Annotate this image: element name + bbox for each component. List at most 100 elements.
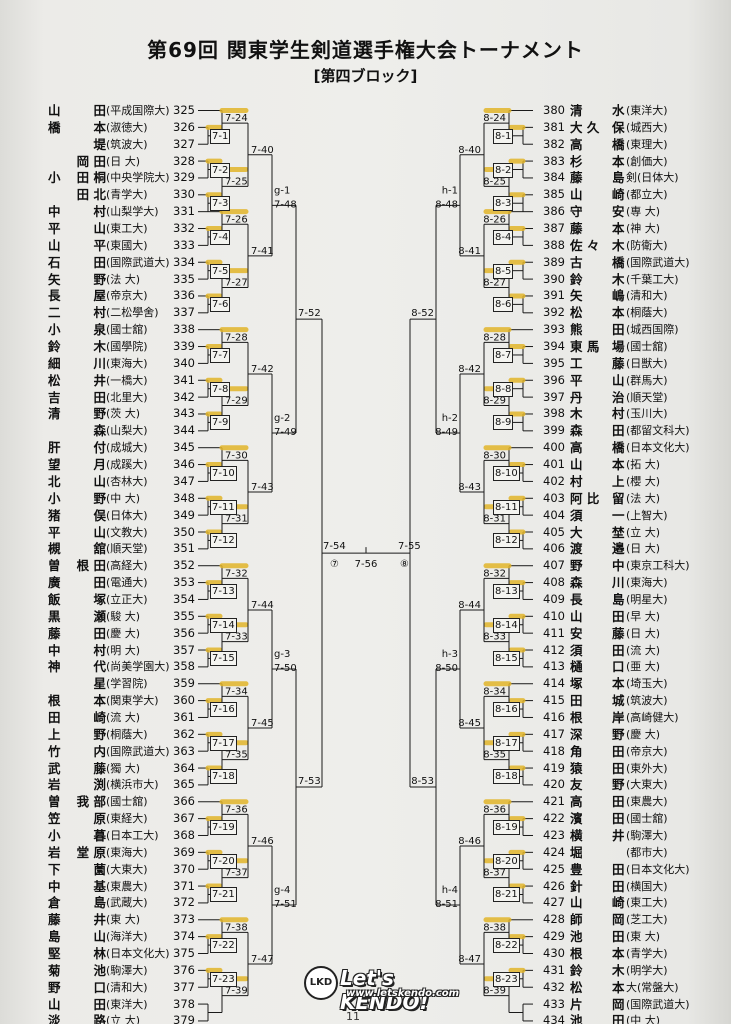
left-surname: 淡	[48, 1013, 61, 1024]
right-given-name: 田	[612, 929, 625, 945]
left-entry-number: 329	[173, 170, 195, 185]
left-entry-number: 353	[173, 575, 195, 590]
right-entry-number: 419	[543, 760, 565, 775]
second-round-match-label: 8-30	[483, 450, 506, 461]
left-surname: 山	[48, 996, 61, 1012]
right-entry-number: 425	[543, 861, 565, 876]
second-round-match-label: 8-24	[483, 113, 506, 124]
left-entry-number: 336	[173, 288, 195, 303]
left-surname: 北	[48, 473, 61, 489]
right-entry-number: 418	[543, 743, 565, 758]
right-affiliation: (専 大)	[626, 205, 661, 219]
right-given-name: 本	[612, 153, 625, 169]
right-affiliation: (防衛大)	[626, 238, 668, 252]
right-surname: 根	[570, 946, 583, 961]
right-affiliation: (日本文化大)	[626, 441, 690, 455]
left-affiliation: (二松學舍)	[106, 306, 159, 320]
right-surname: 高	[570, 440, 583, 456]
left-surname: 中	[48, 878, 61, 894]
left-entry-number: 347	[173, 473, 195, 488]
right-affiliation: (都留文科大)	[626, 424, 690, 438]
right-affiliation: (東京工科大)	[626, 559, 690, 573]
right-surname: 山	[570, 457, 583, 473]
right-surname: 横	[570, 827, 583, 843]
left-entry-number: 349	[173, 507, 195, 522]
left-affiliation: (茨 大)	[106, 407, 141, 421]
second-round-match-label: 7-31	[225, 514, 248, 525]
right-given-name: 岡	[612, 912, 625, 928]
right-affiliation: (都立大)	[626, 188, 668, 202]
right-entry-number: 411	[543, 625, 565, 640]
right-surname: 山	[570, 187, 583, 203]
right-affiliation: (亜 大)	[626, 660, 661, 674]
right-affiliation: (明学大)	[626, 963, 668, 977]
left-surname: 上	[48, 726, 61, 742]
first-round-match-label: 8-4	[493, 229, 514, 245]
left-affiliation: (東洋大)	[106, 997, 148, 1011]
fourth-round-group-tag: h-2	[442, 413, 458, 424]
left-affiliation: (山梨学大)	[106, 205, 159, 219]
left-given-name: 屋	[93, 288, 106, 304]
left-affiliation: (桐蔭大)	[106, 727, 148, 741]
left-given-name: 平	[93, 237, 106, 253]
left-entry-number: 330	[173, 187, 195, 202]
left-given-name: 薗	[93, 861, 106, 877]
left-affiliation: (尚美学園大)	[106, 660, 170, 674]
right-surname: 池	[570, 929, 583, 945]
left-given-name: 基	[93, 878, 106, 894]
logo-text: Let's KENDO!	[340, 966, 429, 1014]
left-given-name: 原	[93, 811, 106, 827]
right-given-name: 川	[612, 575, 625, 591]
left-given-name: 山	[93, 929, 106, 945]
left-entry-number: 362	[173, 726, 195, 741]
second-round-match-label: 7-33	[225, 632, 248, 643]
left-affiliation: (流 大)	[106, 710, 141, 724]
right-entry-number: 384	[543, 170, 565, 185]
left-surname: 岩	[48, 777, 61, 793]
right-affiliation: (東理大)	[626, 137, 668, 151]
left-surname: 望	[48, 457, 61, 473]
right-entry-number: 406	[543, 541, 565, 556]
left-surname: 根	[48, 693, 61, 709]
left-given-name: 我 部	[76, 794, 106, 810]
left-affiliation: (東海大)	[106, 356, 148, 370]
second-round-match-label: 8-27	[483, 278, 506, 289]
fifth-round-match-label: 7-53	[298, 776, 321, 787]
left-surname: 黒	[48, 608, 61, 624]
first-round-match-label: 7-1	[210, 128, 231, 144]
right-affiliation: (清和大)	[626, 289, 668, 303]
right-surname: 大 久	[570, 119, 600, 135]
third-round-match-label: 7-42	[251, 364, 274, 375]
left-surname: 菊	[48, 962, 61, 978]
right-surname: 師	[570, 912, 583, 928]
right-entry-number: 429	[543, 929, 565, 944]
left-entry-number: 377	[173, 979, 195, 994]
right-surname: 東 馬	[570, 339, 600, 355]
third-round-match-label: 7-44	[251, 600, 274, 611]
right-affiliation: (順天堂)	[626, 390, 668, 404]
right-given-name: 場	[612, 339, 625, 355]
final-match-label: 7-56	[355, 559, 378, 570]
left-entry-number: 334	[173, 254, 195, 269]
right-entry-number: 383	[543, 153, 565, 168]
left-entry-number: 366	[173, 794, 195, 809]
right-entry-number: 391	[543, 288, 565, 303]
left-surname: 平	[48, 524, 61, 540]
right-given-name: 田	[612, 608, 625, 624]
first-round-match-label: 8-16	[493, 702, 520, 718]
left-affiliation: (学習院)	[106, 677, 148, 691]
right-affiliation: (高崎健大)	[626, 710, 679, 724]
right-entry-number: 415	[543, 693, 565, 708]
left-given-name: 林	[93, 946, 106, 961]
right-affiliation: (創価大)	[626, 154, 668, 168]
third-round-match-label: 7-46	[251, 836, 274, 847]
right-affiliation: (桐蔭大)	[626, 306, 668, 320]
right-entry-number: 387	[543, 221, 565, 236]
left-affiliation: (成蹊大)	[106, 458, 148, 472]
right-surname: 山	[570, 895, 583, 911]
right-given-name: 田	[612, 743, 625, 759]
left-surname: 藤	[48, 912, 61, 928]
first-round-match-label: 8-18	[493, 769, 520, 785]
left-given-name: 瀬	[93, 608, 106, 624]
